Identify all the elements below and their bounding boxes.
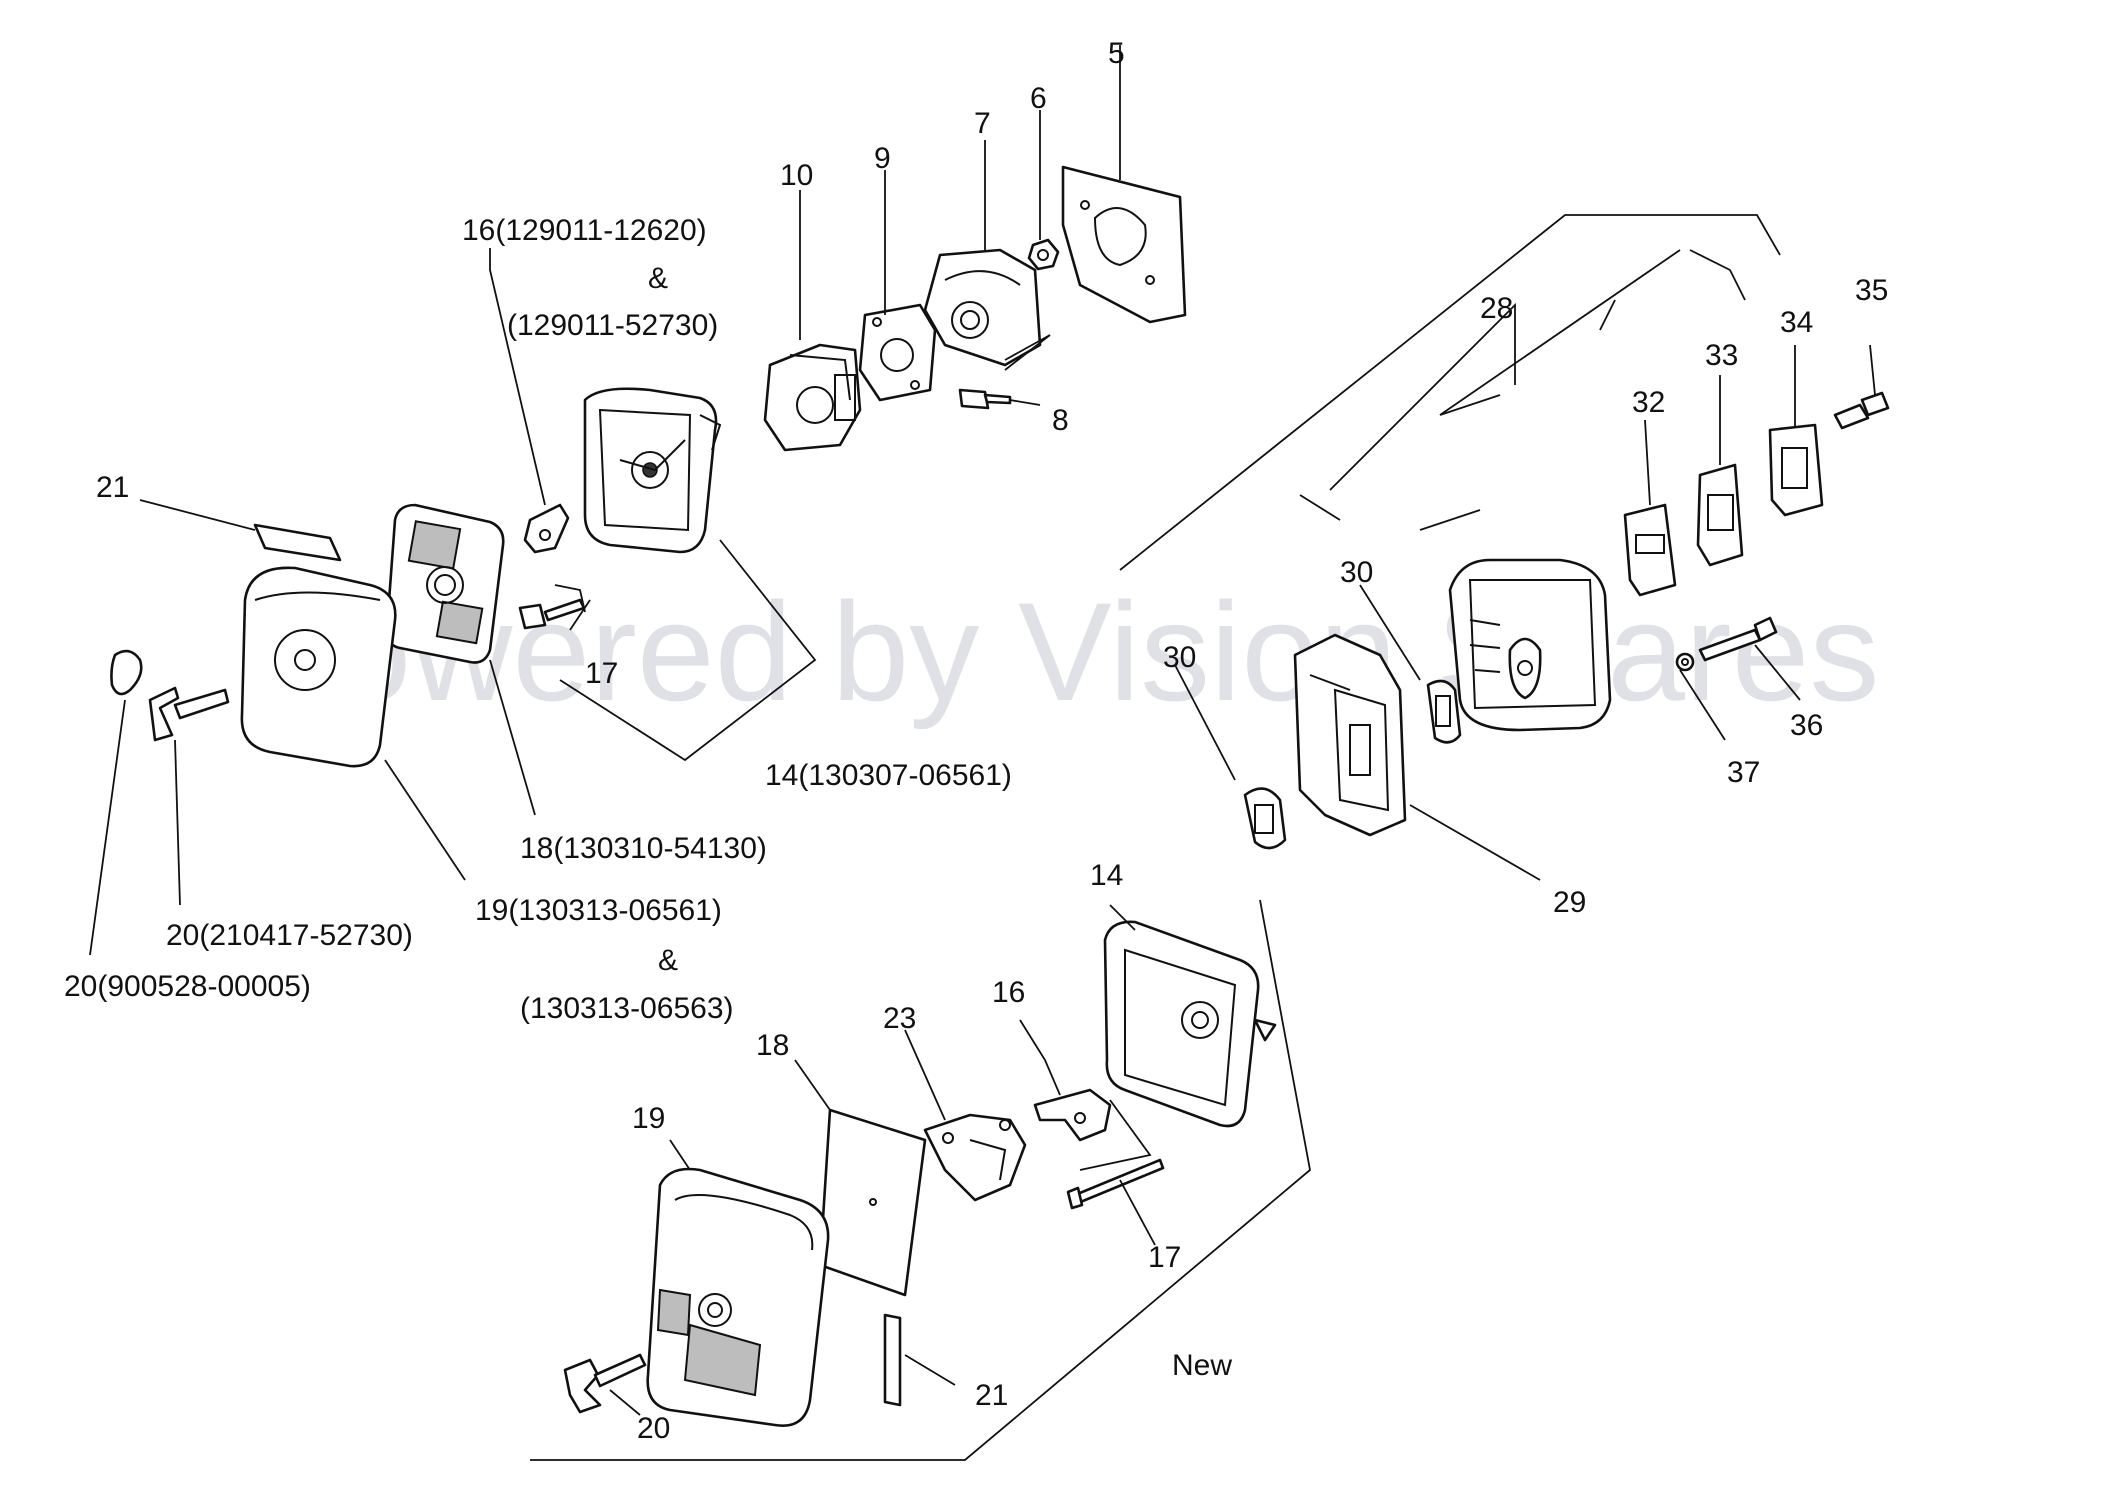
part-8-bolt xyxy=(958,334,1051,410)
part-35-bolt xyxy=(1833,344,1890,430)
callout-30-a: 30 xyxy=(1340,556,1373,589)
part-5-gasket-plate xyxy=(1061,165,1187,324)
part-23-bracket xyxy=(904,1029,1027,1202)
callout-16-top-amp: & xyxy=(648,262,668,295)
callout-21-new: 21 xyxy=(975,1379,1008,1412)
callout-36: 36 xyxy=(1790,709,1823,742)
callout-19-top-amp: & xyxy=(658,944,678,977)
callout-32: 32 xyxy=(1632,386,1665,419)
callout-6: 6 xyxy=(1030,82,1047,115)
part-34-plate xyxy=(1768,345,1824,517)
callout-7: 7 xyxy=(974,107,991,140)
part-30-gasket-a xyxy=(1174,664,1287,850)
part-19-cover-top xyxy=(240,566,397,768)
callout-28: 28 xyxy=(1480,292,1513,325)
part-30-gasket-b xyxy=(1359,584,1462,744)
callout-30-b: 30 xyxy=(1163,641,1196,674)
callout-35: 35 xyxy=(1855,274,1888,307)
part-14-air-case-top xyxy=(583,387,722,554)
callout-17-top: 17 xyxy=(585,657,618,690)
part-21-strip-new xyxy=(883,1313,956,1407)
callout-14-top: 14(130307-06561) xyxy=(765,759,1012,792)
callout-19-new: 19 xyxy=(632,1102,665,1135)
part-9-gasket xyxy=(858,303,937,402)
part-6-nut xyxy=(1027,238,1060,271)
part-37-washer xyxy=(1675,652,1726,741)
part-19-cover-new xyxy=(646,1139,830,1428)
callout-19-top-a: 19(130313-06561) xyxy=(475,894,722,927)
callout-33: 33 xyxy=(1705,339,1738,372)
part-10-carburetor xyxy=(763,190,862,452)
callout-23: 23 xyxy=(883,1002,916,1035)
callout-21-top: 21 xyxy=(96,471,129,504)
part-33-plate xyxy=(1696,375,1744,567)
callout-16-top-a: 16(129011-12620) xyxy=(462,214,707,247)
part-18-filter-new xyxy=(794,1059,927,1297)
part-20-wingbolt-new xyxy=(563,1353,647,1416)
callout-9: 9 xyxy=(874,142,891,175)
part-29-heat-shield xyxy=(1293,633,1541,881)
part-16-bracket-new xyxy=(1019,1019,1112,1142)
part-18-filter-top xyxy=(385,503,505,664)
part-32-plate xyxy=(1623,419,1677,597)
part-28-muffler xyxy=(1448,558,1612,732)
part-36-bolt xyxy=(1698,616,1801,701)
part-16-bracket-top xyxy=(489,248,570,554)
callout-34: 34 xyxy=(1780,306,1813,339)
callout-20-new: 20 xyxy=(637,1412,670,1445)
callout-16-top-b: (129011-52730) xyxy=(507,309,718,342)
callout-new: New xyxy=(1172,1349,1232,1382)
callout-18-top: 18(130310-54130) xyxy=(520,832,767,865)
callout-17-new: 17 xyxy=(1148,1241,1181,1274)
part-20-wingbolt-top xyxy=(110,649,230,742)
callout-29: 29 xyxy=(1553,886,1586,919)
callout-5: 5 xyxy=(1108,37,1125,70)
callout-16-new: 16 xyxy=(992,976,1025,1009)
part-14-air-case-new xyxy=(1103,904,1277,1128)
callout-14-new: 14 xyxy=(1090,859,1123,892)
callout-20-a: 20(210417-52730) xyxy=(166,919,413,952)
callout-19-top-b: (130313-06563) xyxy=(520,992,734,1025)
part-21-sponge-top xyxy=(253,523,342,562)
callout-18-new: 18 xyxy=(756,1029,789,1062)
callout-8: 8 xyxy=(1052,404,1069,437)
part-17-screw-new xyxy=(1066,1158,1165,1246)
callout-10: 10 xyxy=(780,159,813,192)
callout-37: 37 xyxy=(1727,756,1760,789)
part-7-insulator xyxy=(923,248,1042,367)
callout-20-b: 20(900528-00005) xyxy=(64,970,311,1003)
